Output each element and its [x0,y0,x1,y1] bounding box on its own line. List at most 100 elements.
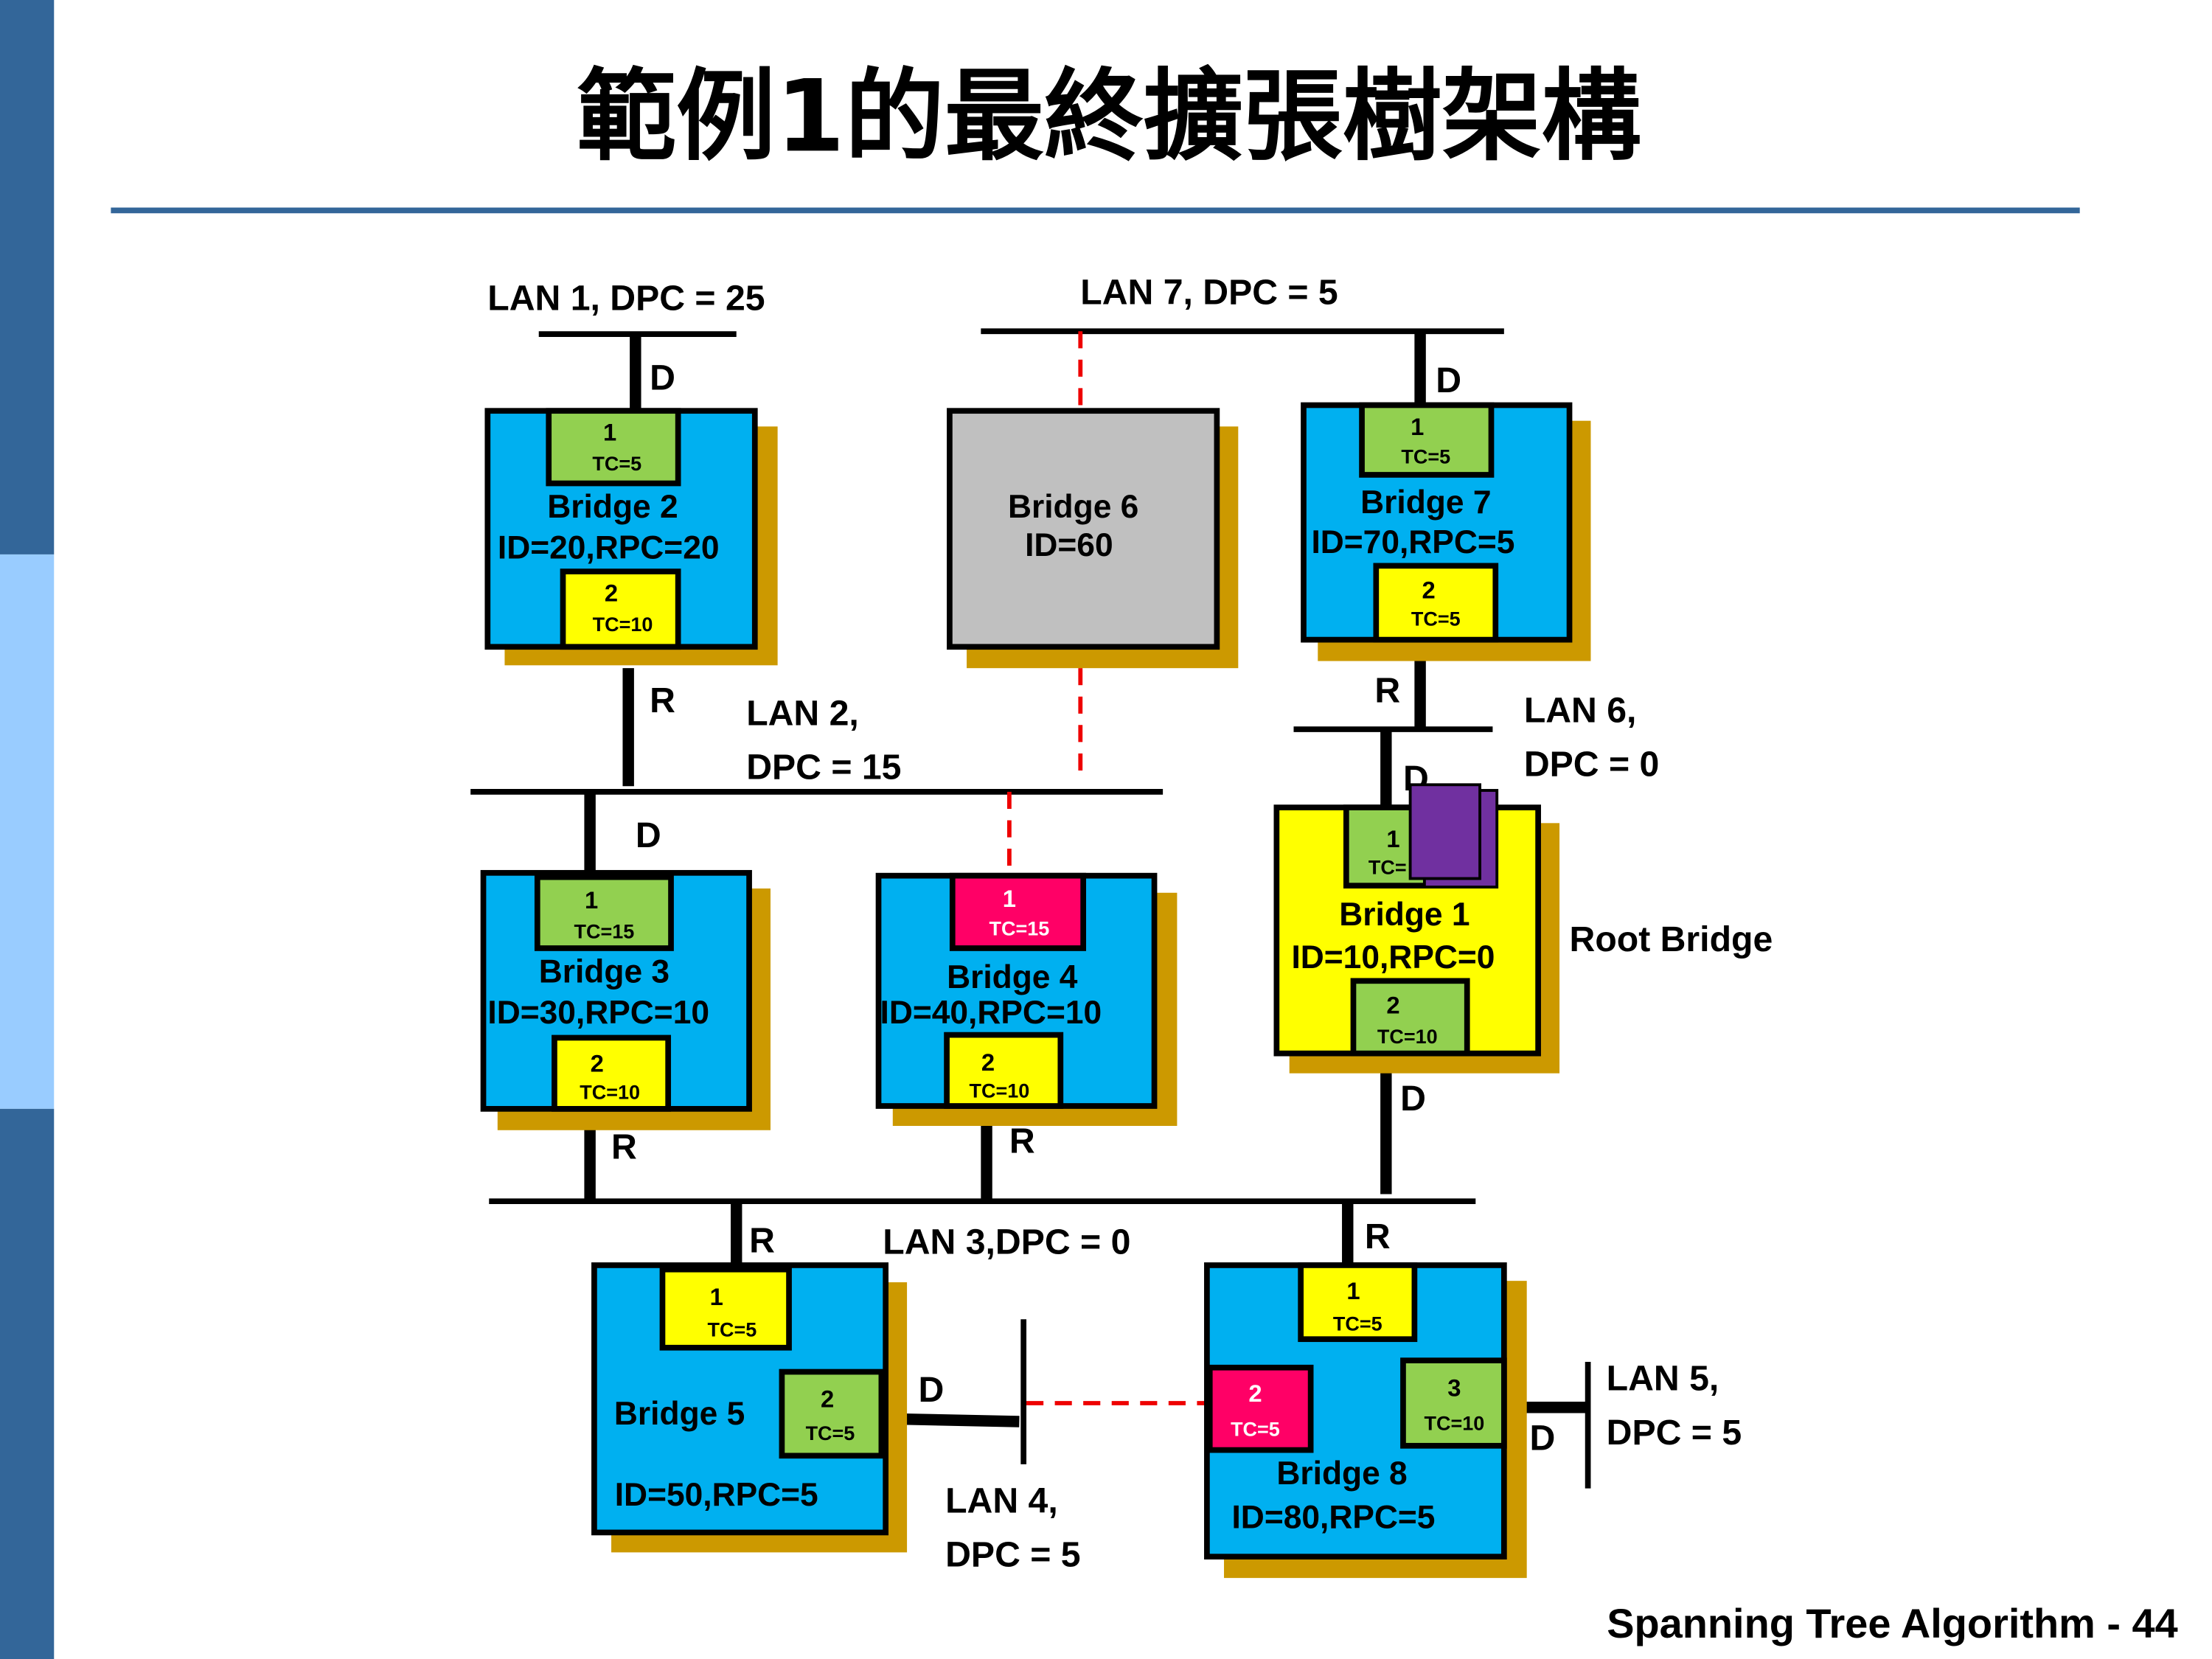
bridge-5: 1 TC=5 2 TC=5 Bridge 5 ID=50,RPC=5 [591,1262,908,1553]
port-2 [944,1032,1064,1109]
port-2 [1350,978,1470,1057]
sidebar-segment-top [0,0,55,554]
sidebar-segment-middle [0,554,55,1109]
lan-1-label: LAN 1, DPC = 25 [487,278,765,318]
port-cost: TC= [1368,857,1407,879]
slide-footer: Spanning Tree Algorithm - 44 [1607,1600,2178,1646]
port-1 [546,408,681,487]
port-number: 1 [585,886,598,914]
port-number: 2 [605,580,618,607]
port-2 [560,568,681,650]
bridge-name: Bridge 5 [614,1396,745,1432]
root-bridge-label: Root Bridge [1570,919,1773,959]
port-cost: TC=5 [1401,446,1450,468]
blocked-links [1007,331,1208,1405]
port-number: 2 [591,1050,604,1077]
bridge-info: ID=20,RPC=20 [498,530,720,566]
bridge-box [947,408,1220,650]
port-number: 1 [710,1283,723,1310]
bridge-name: Bridge 6 [1008,489,1138,525]
port-number: 1 [603,419,616,446]
bridge-info: ID=40,RPC=10 [880,995,1102,1031]
lan-2-dpc: DPC = 15 [746,748,901,787]
role-d: D [1530,1419,1556,1458]
bridge-info: ID=30,RPC=10 [487,995,709,1031]
bridge-3: 1 TC=15 Bridge 3 ID=30,RPC=10 2 TC=10 [480,869,771,1130]
port-1 [534,874,674,951]
port-number: 2 [821,1385,834,1413]
bridge-name: Bridge 2 [547,489,678,525]
port-cost: TC=5 [1333,1313,1382,1335]
bridge-7: 1 TC=5 Bridge 7 ID=70,RPC=5 2 TC=5 [1301,402,1591,661]
port-cost: TC=10 [580,1081,640,1103]
port-2 [1206,1364,1314,1453]
active-links [584,331,1588,1427]
lan-6-dpc: DPC = 0 [1524,745,1659,785]
lan-7-label: LAN 7, DPC = 5 [1080,273,1338,313]
bridge-name: Bridge 1 [1339,897,1470,933]
lan-3-label: LAN 3,DPC = 0 [883,1222,1130,1262]
port-cost: TC=15 [574,920,635,942]
role-r: R [1009,1121,1035,1161]
role-r: R [749,1221,775,1261]
bridge-8: 1 TC=5 2 TC=5 3 TC=10 Bridge 8 ID=80,RPC… [1204,1262,1527,1579]
role-r: R [1374,670,1400,710]
bridge-4: 1 TC=15 Bridge 4 ID=40,RPC=10 2 TC=10 [875,872,1178,1126]
port-cost: TC=5 [1411,608,1461,630]
bridge-info: ID=50,RPC=5 [615,1477,818,1513]
port-1 [1298,1262,1418,1343]
port-1 [659,1266,792,1351]
bridge-name: Bridge 8 [1276,1455,1407,1492]
port-cost: TC=5 [708,1318,757,1340]
port-1 [1359,402,1495,478]
link-b5-lan4 [885,1413,1020,1427]
bridge-info: ID=60 [1025,527,1113,563]
port-2 [1373,563,1499,643]
bridge-1: 1 TC= Bridge 1 ID=10,RPC=0 2 TC=10 [1273,783,1560,1074]
lan-6-label: LAN 6, [1524,690,1637,730]
role-d: D [1436,361,1461,400]
role-r: R [611,1127,637,1166]
port-number: 2 [1386,992,1399,1019]
role-d: D [1400,1079,1426,1119]
port-role-labels: D R D R D D D R R R D R D [611,358,1555,1458]
port-number: 2 [981,1048,995,1076]
port-2 [552,1034,672,1112]
role-d: D [919,1370,945,1410]
port-2 [779,1368,885,1459]
bridge-info: ID=10,RPC=0 [1291,939,1495,975]
bridge-info: ID=80,RPC=5 [1231,1500,1435,1536]
bridge-6: Bridge 6 ID=60 [947,408,1239,669]
lan-5-dpc: DPC = 5 [1607,1413,1742,1453]
port-number: 3 [1447,1374,1461,1401]
role-d: D [650,358,675,397]
role-r: R [650,681,675,720]
port-3 [1400,1357,1507,1449]
bridge-2: 1 TC=5 Bridge 2 ID=20,RPC=20 2 TC=10 [484,408,778,666]
lan-2-label: LAN 2, [746,693,859,733]
bridge-name: Bridge 4 [947,959,1078,995]
bridge-name: Bridge 7 [1360,484,1491,521]
port-number: 1 [1346,1277,1360,1304]
port-number: 1 [1003,885,1016,912]
role-r: R [1365,1217,1391,1256]
port-cost: TC=5 [592,453,641,475]
port-cost: TC=10 [970,1079,1030,1102]
bridge-info: ID=70,RPC=5 [1311,524,1514,560]
role-d: D [636,815,661,855]
slide-title: 範例1的最終擴張樹架構 [577,58,1641,174]
port-cost: TC=5 [806,1422,855,1444]
lan-5-label: LAN 5, [1607,1359,1719,1399]
lan-4-label: LAN 4, [945,1481,1058,1520]
marker-card-front [1408,783,1481,880]
port-1 [949,872,1087,951]
port-cost: TC=10 [1424,1413,1484,1435]
port-cost: TC=10 [1377,1026,1438,1048]
sidebar-segment-bottom [0,1108,55,1659]
bridge-name: Bridge 3 [539,953,669,990]
port-number: 1 [1411,413,1424,440]
port-cost: TC=15 [990,918,1050,940]
port-cost: TC=5 [1231,1418,1280,1440]
port-number: 2 [1248,1380,1262,1407]
